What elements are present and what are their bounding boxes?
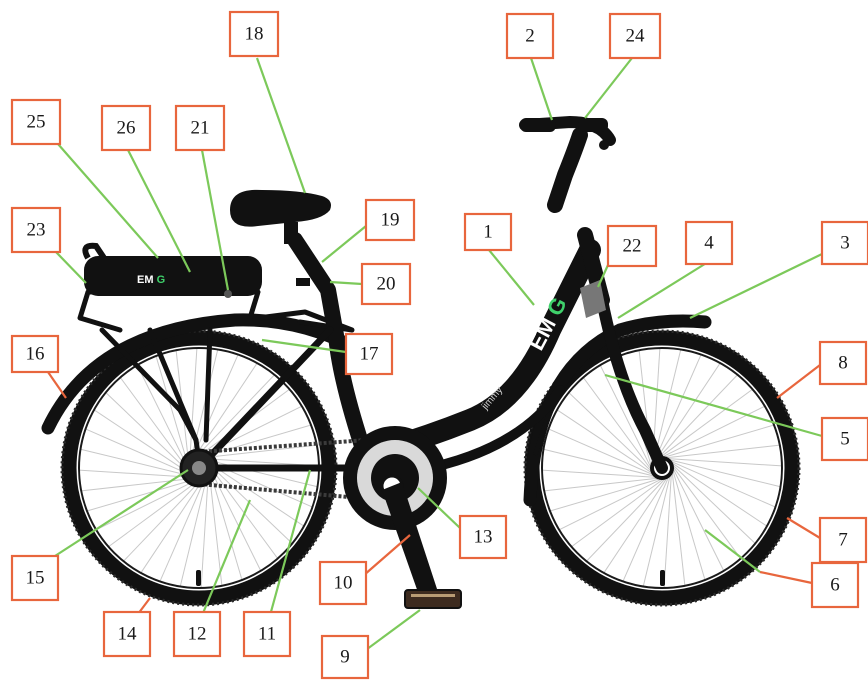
pedal-reflector	[411, 594, 455, 597]
battery-body	[84, 256, 262, 296]
callout-11: 11	[244, 612, 290, 656]
front-spoke	[586, 473, 670, 561]
front-spoke	[604, 471, 672, 573]
svg-text:17: 17	[360, 344, 379, 365]
leader-24	[585, 58, 632, 118]
callout-6: 6	[812, 563, 858, 607]
callout-5: 5	[822, 418, 868, 460]
svg-text:21: 21	[191, 118, 210, 139]
svg-text:7: 7	[838, 530, 848, 551]
front-spoke	[654, 389, 752, 461]
battery-handle	[85, 246, 104, 258]
callout-25: 25	[12, 100, 60, 144]
svg-text:4: 4	[704, 233, 714, 254]
handlebar-grip-left	[520, 118, 556, 132]
svg-text:19: 19	[381, 210, 400, 231]
svg-text:9: 9	[340, 647, 350, 668]
front-spoke	[544, 477, 665, 491]
svg-text:11: 11	[258, 624, 276, 645]
brake-lever-end	[599, 140, 609, 150]
rear-valve	[196, 570, 201, 586]
svg-text:8: 8	[838, 353, 848, 374]
svg-text:12: 12	[188, 624, 207, 645]
svg-text:2: 2	[525, 26, 535, 47]
front-spoke	[653, 363, 721, 465]
callout-8: 8	[820, 342, 866, 384]
callout-15: 15	[12, 556, 58, 600]
svg-text:23: 23	[27, 220, 46, 241]
pedal	[405, 590, 461, 608]
callout-16: 16	[12, 336, 58, 372]
leader-4	[618, 262, 708, 318]
leader-2	[531, 58, 552, 120]
callout-21: 21	[176, 106, 224, 150]
leader-7	[787, 518, 820, 538]
leader-1	[489, 250, 534, 305]
leader-16	[48, 372, 66, 398]
seatpost-quick-release	[296, 278, 310, 286]
callout-12: 12	[174, 612, 220, 656]
leader-26	[128, 150, 190, 272]
front-spoke	[670, 462, 724, 571]
front-spoke	[667, 459, 755, 543]
callout-22: 22	[608, 226, 656, 266]
front-valve	[660, 570, 665, 586]
callout-17: 17	[346, 334, 392, 374]
callout-19: 19	[366, 200, 414, 240]
svg-text:20: 20	[377, 274, 396, 295]
callout-13: 13	[460, 516, 506, 558]
callout-4: 4	[686, 222, 732, 264]
front-spoke	[571, 474, 669, 546]
leader-6-outer	[760, 572, 812, 583]
battery-logo: EM G	[137, 274, 165, 286]
svg-text:6: 6	[830, 575, 840, 596]
battery-lock-icon	[224, 290, 232, 298]
bike-frame	[199, 118, 662, 470]
svg-text:3: 3	[840, 233, 850, 254]
callout-7: 7	[820, 518, 866, 562]
leader-18	[257, 58, 305, 193]
svg-text:24: 24	[626, 26, 646, 47]
svg-text:16: 16	[26, 344, 45, 365]
leader-8	[777, 365, 820, 398]
svg-text:25: 25	[27, 112, 46, 133]
battery-pack: EM G	[84, 246, 262, 298]
callout-20: 20	[362, 264, 410, 304]
handlebar-grip-right	[578, 118, 608, 132]
leader-25	[58, 144, 158, 258]
rear-cassette-center	[192, 461, 206, 475]
svg-text:26: 26	[117, 118, 136, 139]
svg-text:10: 10	[334, 573, 353, 594]
leader-23	[56, 252, 86, 283]
callout-1: 1	[465, 214, 511, 250]
svg-text:1: 1	[483, 222, 493, 243]
seat-clamp	[284, 222, 298, 244]
callout-24: 24	[610, 14, 660, 58]
callout-14: 14	[104, 612, 150, 656]
front-spoke	[659, 445, 780, 459]
callout-3: 3	[822, 222, 868, 264]
leader-12	[196, 500, 250, 630]
front-spoke	[671, 465, 685, 586]
svg-text:14: 14	[118, 624, 138, 645]
callout-23: 23	[12, 208, 60, 252]
callout-10: 10	[320, 562, 366, 604]
front-spoke	[559, 476, 668, 530]
front-spoke	[665, 459, 767, 527]
leader-20	[330, 282, 362, 284]
callout-26: 26	[102, 106, 150, 150]
svg-text:13: 13	[474, 527, 493, 548]
svg-text:15: 15	[26, 568, 45, 589]
front-spoke	[668, 460, 740, 558]
callout-2: 2	[507, 14, 553, 58]
svg-text:5: 5	[840, 429, 850, 450]
svg-text:18: 18	[245, 24, 264, 45]
svg-text:22: 22	[623, 236, 642, 257]
callout-18: 18	[230, 12, 278, 56]
leader-19	[322, 226, 366, 262]
front-spoke	[653, 375, 737, 463]
callout-9: 9	[322, 636, 368, 678]
